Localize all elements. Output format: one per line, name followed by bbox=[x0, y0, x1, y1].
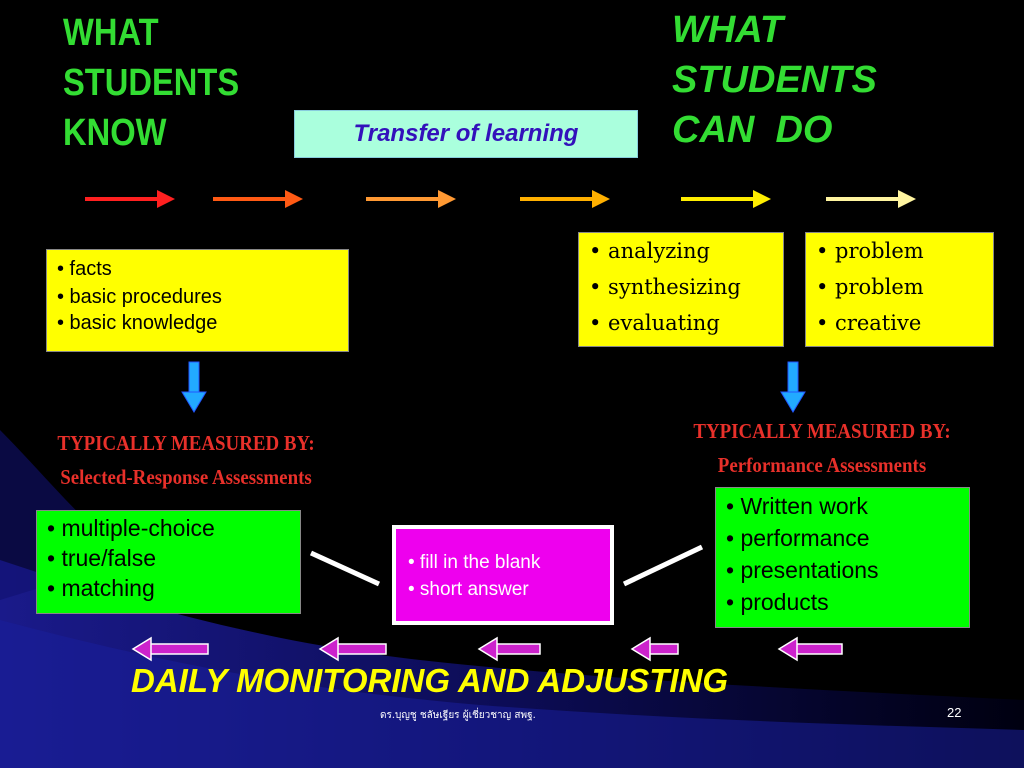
heading-line: CAN DO bbox=[672, 109, 833, 151]
list-item: • true/false bbox=[47, 545, 157, 571]
transfer-of-learning-box: Transfer of learning bbox=[294, 110, 638, 158]
heading-line: WHAT bbox=[63, 12, 159, 54]
performance-assessment-label: TYPICALLY MEASURED BY: Performance Asses… bbox=[658, 414, 986, 482]
heading-line: KNOW bbox=[63, 112, 167, 154]
list-item: • problem bbox=[816, 275, 924, 299]
heading-line: STUDENTS bbox=[63, 62, 240, 104]
list-item: • facts bbox=[57, 258, 112, 280]
measured-line: TYPICALLY MEASURED BY: bbox=[57, 431, 315, 455]
list-item: • performance bbox=[726, 525, 870, 551]
list-item: • analyzing bbox=[589, 239, 710, 263]
heading-line: WHAT bbox=[672, 9, 784, 51]
page-number: 22 bbox=[947, 705, 962, 720]
what-students-know-heading: WHAT STUDENTS KNOW bbox=[63, 8, 239, 158]
constructed-response-box: • fill in the blank • short answer bbox=[392, 525, 614, 625]
left-arrow-icon bbox=[630, 636, 679, 662]
performance-box: • Written work • performance • presentat… bbox=[715, 487, 970, 628]
measured-line: TYPICALLY MEASURED BY: bbox=[693, 419, 951, 443]
left-arrow-icon bbox=[318, 636, 387, 662]
list-item: • Written work bbox=[726, 493, 868, 519]
what-students-can-do-heading: WHAT STUDENTS CAN DO bbox=[672, 5, 877, 155]
problem-solving-box: • problem • problem • creative bbox=[805, 232, 994, 347]
connector-line bbox=[309, 550, 381, 587]
left-arrow-icon bbox=[777, 636, 843, 662]
list-item: • creative bbox=[816, 311, 922, 335]
heading-line: STUDENTS bbox=[672, 59, 877, 101]
selected-response-box: • multiple-choice • true/false • matchin… bbox=[36, 510, 301, 614]
list-item: • products bbox=[726, 589, 829, 615]
footer-credit: ดร.บุญชู ชลัษเฐียร ผู้เชี่ยวชาญ สพฐ. bbox=[380, 710, 536, 721]
list-item: • matching bbox=[47, 575, 155, 601]
list-item: • basic procedures bbox=[57, 286, 222, 308]
right-arrow-icon bbox=[681, 190, 771, 208]
measured-line: Selected-Response Assessments bbox=[60, 465, 312, 489]
left-arrow-icon bbox=[477, 636, 541, 662]
knowledge-box: • facts • basic procedures • basic knowl… bbox=[46, 249, 349, 352]
list-item: • basic knowledge bbox=[57, 312, 218, 334]
daily-monitoring-label: DAILY MONITORING AND ADJUSTING bbox=[131, 662, 729, 699]
connector-line bbox=[622, 544, 704, 587]
list-item: • fill in the blank bbox=[408, 552, 541, 573]
left-arrow-icon bbox=[131, 636, 209, 662]
transfer-label: Transfer of learning bbox=[353, 120, 579, 147]
list-item: • short answer bbox=[408, 579, 529, 600]
list-item: • multiple-choice bbox=[47, 515, 215, 541]
right-arrow-icon bbox=[213, 190, 303, 208]
right-arrow-icon bbox=[826, 190, 916, 208]
right-arrow-icon bbox=[366, 190, 456, 208]
list-item: • synthesizing bbox=[589, 275, 741, 299]
right-arrow-icon bbox=[85, 190, 175, 208]
down-arrow-icon bbox=[780, 361, 806, 413]
measured-line: Performance Assessments bbox=[717, 453, 927, 477]
down-arrow-icon bbox=[181, 361, 207, 413]
selected-response-label: TYPICALLY MEASURED BY: Selected-Response… bbox=[29, 426, 342, 494]
list-item: • presentations bbox=[726, 557, 879, 583]
right-arrow-icon bbox=[520, 190, 610, 208]
list-item: • problem bbox=[816, 239, 924, 263]
thinking-skills-box: • analyzing • synthesizing • evaluating bbox=[578, 232, 784, 347]
list-item: • evaluating bbox=[589, 311, 720, 335]
